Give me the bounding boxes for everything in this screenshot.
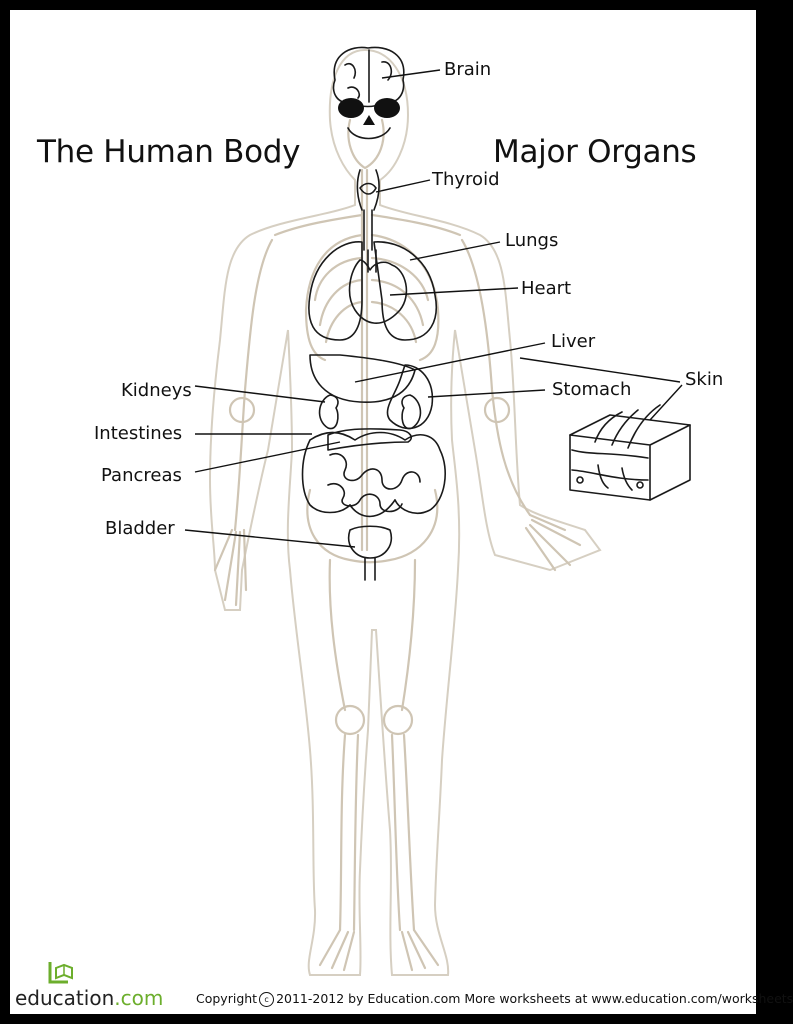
intestines-organ bbox=[301, 431, 446, 518]
pancreas-leader bbox=[194, 441, 341, 473]
label-skin: Skin bbox=[685, 369, 724, 390]
label-intestines: Intestines bbox=[94, 423, 183, 444]
lungs-organ bbox=[308, 241, 437, 341]
bladder-leader bbox=[184, 529, 356, 548]
thyroid-organ bbox=[356, 169, 380, 251]
label-bladder: Bladder bbox=[105, 518, 175, 539]
label-stomach: Stomach bbox=[552, 379, 632, 400]
liver-leader bbox=[354, 342, 546, 383]
kidneys-leader bbox=[194, 385, 326, 403]
brain-organ bbox=[332, 46, 405, 140]
education-logo[interactable]: education.com bbox=[15, 986, 163, 1010]
thyroid-leader bbox=[375, 179, 431, 193]
liver-organ bbox=[309, 354, 416, 403]
heart-organ bbox=[348, 249, 408, 324]
brain-leader bbox=[381, 69, 441, 79]
label-brain: Brain bbox=[444, 59, 492, 80]
pancreas-organ bbox=[327, 428, 412, 451]
lungs-leader bbox=[409, 241, 501, 261]
body-outline bbox=[208, 48, 602, 976]
leader-lines bbox=[184, 69, 683, 548]
bladder-organ bbox=[348, 525, 392, 581]
title-right: Major Organs bbox=[493, 134, 697, 170]
skin-block-leader bbox=[649, 384, 683, 421]
kidneys-organ bbox=[318, 394, 422, 430]
skin-leader bbox=[519, 357, 681, 383]
label-kidneys: Kidneys bbox=[121, 380, 192, 401]
logo-main-text: education bbox=[15, 986, 115, 1010]
heart-leader bbox=[389, 287, 519, 296]
worksheet-page: The Human Body Major Organs Brain Thyroi… bbox=[10, 10, 793, 1014]
copyright-text: 2011-2012 by Education.com More workshee… bbox=[276, 991, 793, 1006]
copyright-symbol: c bbox=[259, 992, 275, 1007]
copyright-prefix: Copyright bbox=[196, 991, 258, 1006]
label-heart: Heart bbox=[521, 278, 572, 299]
skin-block-illustration bbox=[569, 404, 691, 501]
logo-suffix-text: .com bbox=[114, 986, 164, 1010]
label-pancreas: Pancreas bbox=[101, 465, 182, 486]
title-left: The Human Body bbox=[37, 134, 301, 170]
stomach-leader bbox=[427, 389, 546, 398]
human-body-diagram bbox=[184, 46, 691, 976]
book-icon bbox=[48, 962, 73, 984]
label-thyroid: Thyroid bbox=[432, 169, 500, 190]
label-liver: Liver bbox=[551, 331, 596, 352]
label-lungs: Lungs bbox=[505, 230, 559, 251]
